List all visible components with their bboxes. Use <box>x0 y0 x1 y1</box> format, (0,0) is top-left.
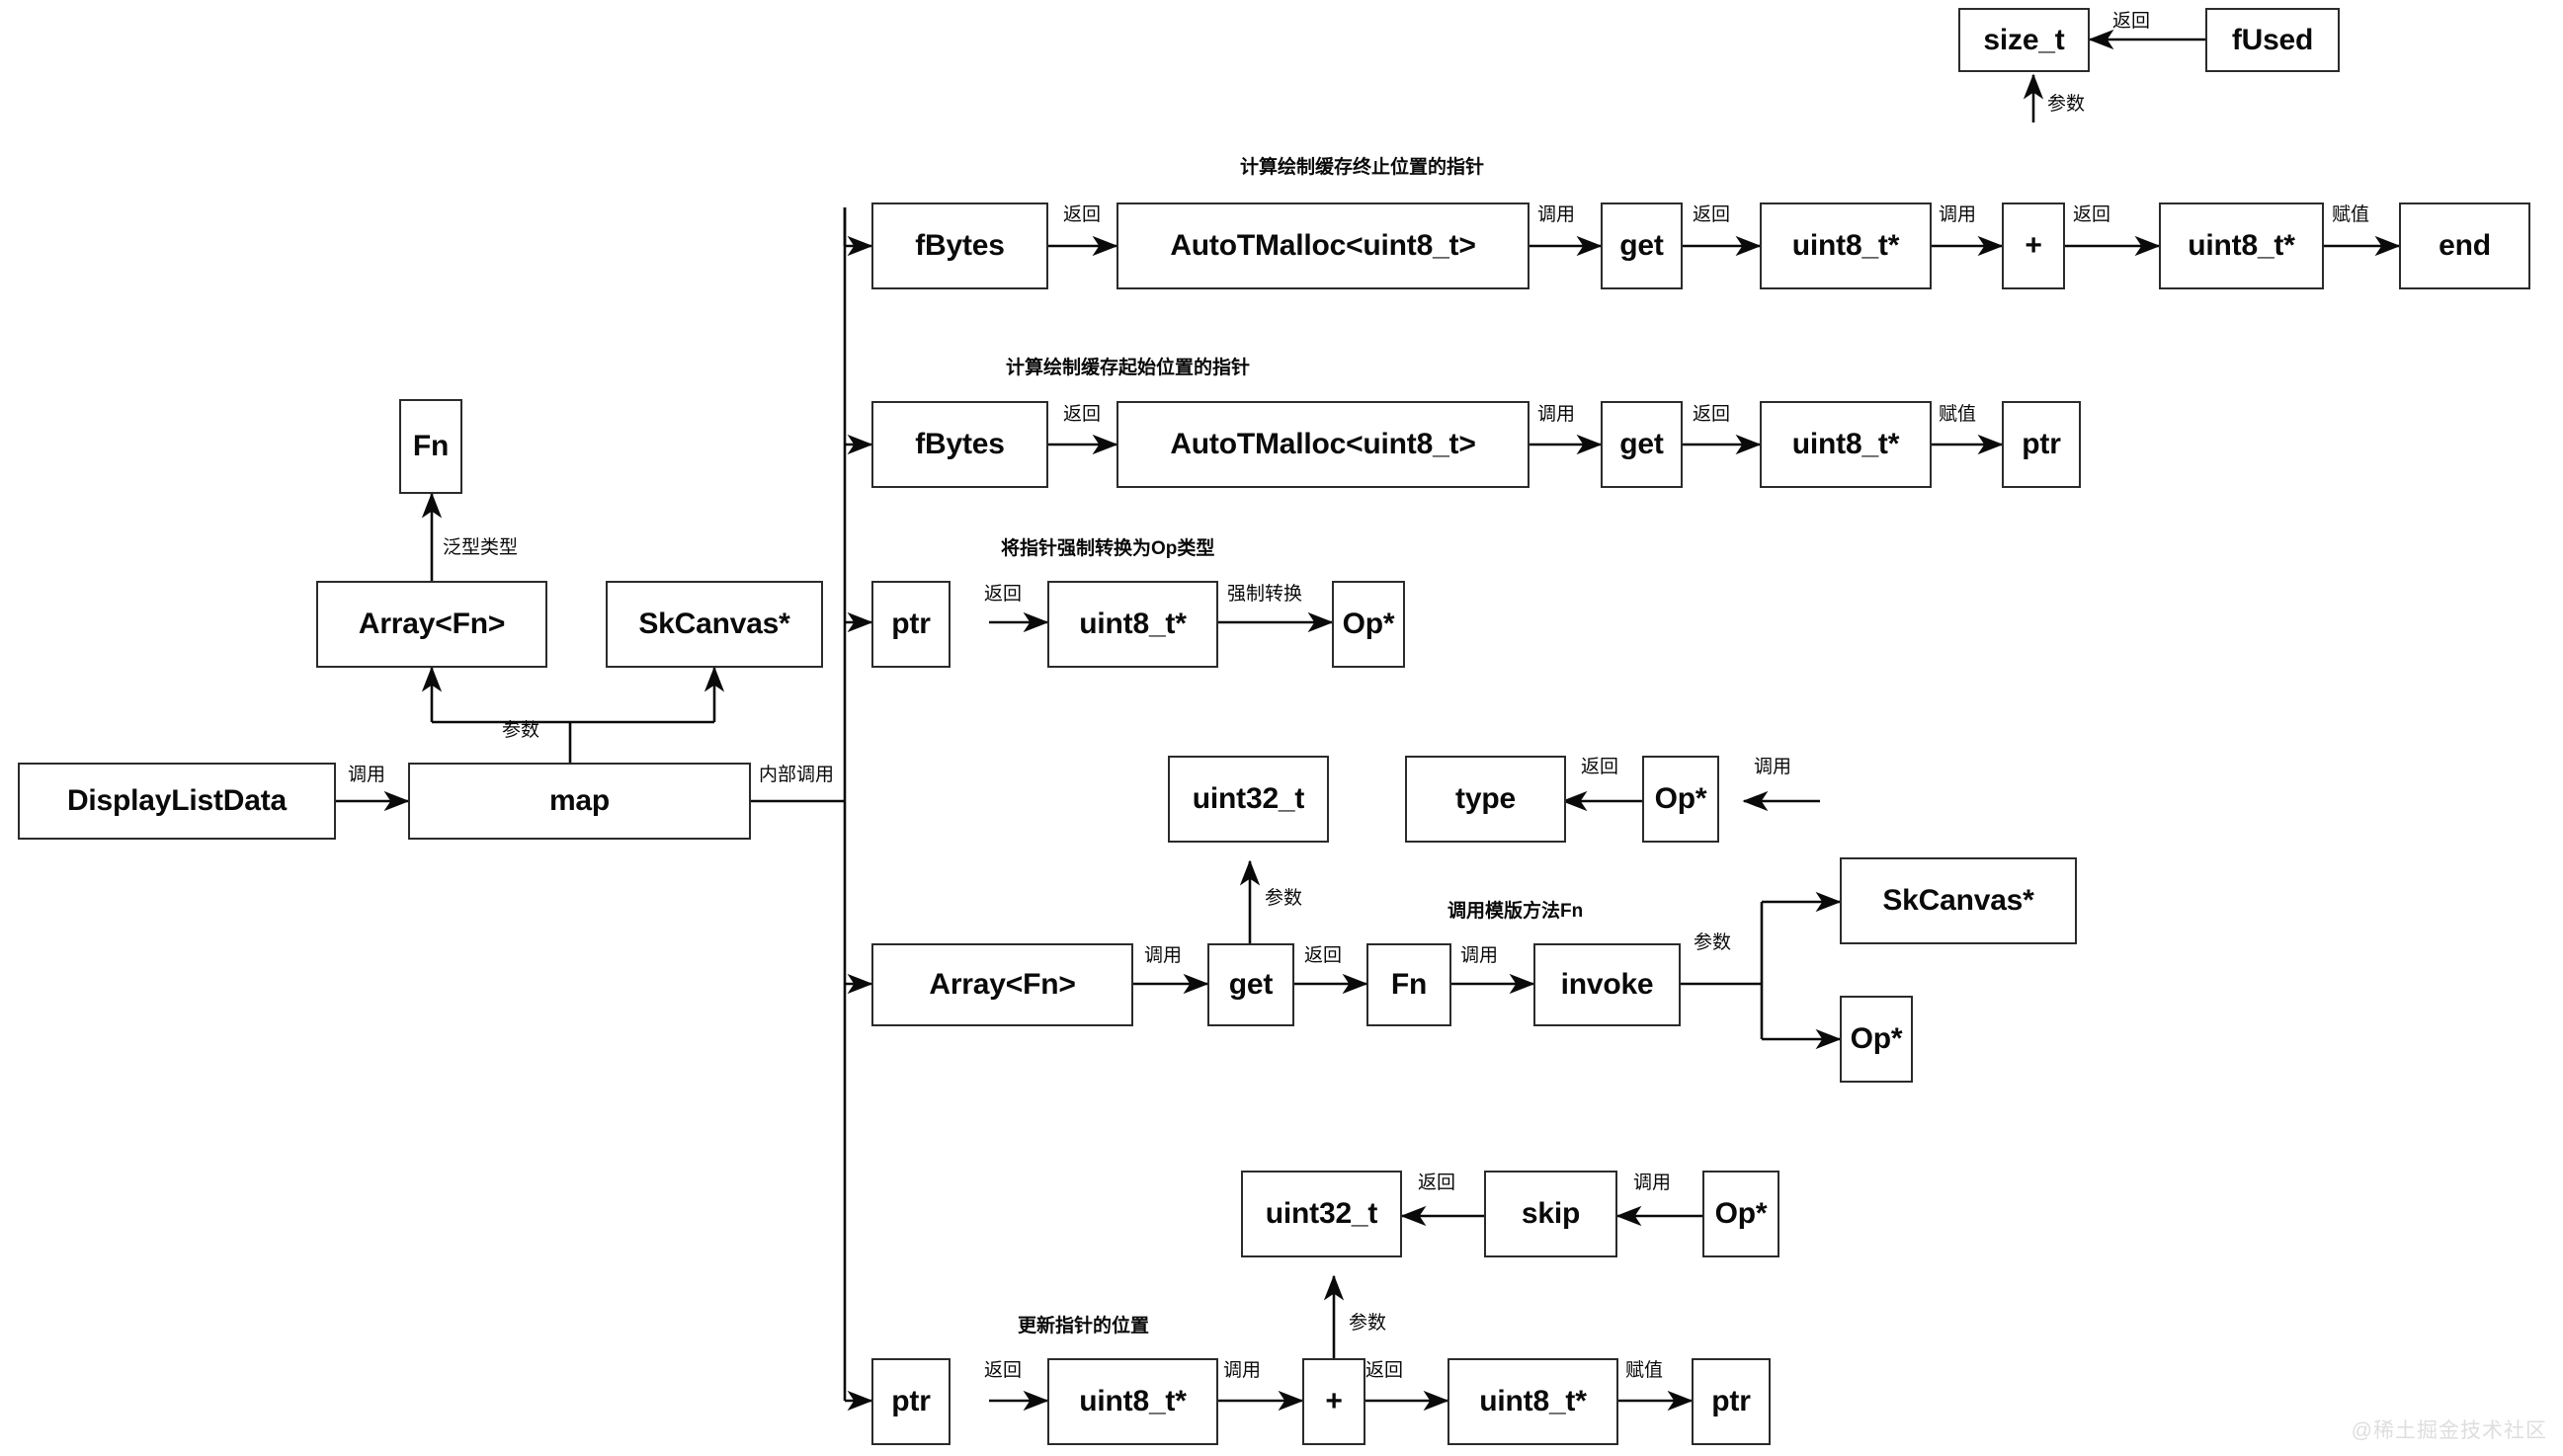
annotation-update-pointer-position: 更新指针的位置 <box>1018 1316 1150 1336</box>
node-skcanvas-arg[interactable]: SkCanvas* <box>1840 857 2077 944</box>
edge-label-u8p2-end: 赋值 <box>2332 204 2370 225</box>
edge-label-op-type-call: 调用 <box>1754 757 1792 777</box>
node-uint8-ptr-3[interactable]: uint8_t* <box>1760 401 1932 488</box>
edge-label-u8p5-plus2: 调用 <box>1223 1360 1262 1381</box>
edge-label-skip-u32: 返回 <box>1418 1173 1456 1193</box>
node-uint32-t-type[interactable]: uint32_t <box>1168 756 1329 843</box>
node-get-1[interactable]: get <box>1601 202 1683 289</box>
edge-label-fn-invoke: 调用 <box>1460 945 1499 966</box>
edge-label-malloc1-get: 调用 <box>1537 204 1576 225</box>
edge-label-plus1-u8p2: 返回 <box>2073 204 2111 225</box>
node-op-skip[interactable]: Op* <box>1702 1171 1779 1257</box>
edge-label-ptr3-u8p5: 返回 <box>984 1360 1023 1381</box>
node-get-2[interactable]: get <box>1601 401 1683 488</box>
node-autotmalloc-1[interactable]: AutoTMalloc<uint8_t> <box>1116 202 1530 289</box>
node-type[interactable]: type <box>1405 756 1566 843</box>
node-plus-2[interactable]: + <box>1302 1358 1365 1445</box>
edge-label-get1-u8p: 返回 <box>1693 204 1731 225</box>
node-autotmalloc-2[interactable]: AutoTMalloc<uint8_t> <box>1116 401 1530 488</box>
node-uint8-ptr-2[interactable]: uint8_t* <box>2159 202 2324 289</box>
node-op-type[interactable]: Op* <box>1642 756 1719 843</box>
node-fbytes-1[interactable]: fBytes <box>871 202 1048 289</box>
node-skip[interactable]: skip <box>1484 1171 1617 1257</box>
edge-label-u8p4-op-cast: 强制转换 <box>1227 584 1303 605</box>
node-skcanvas-top[interactable]: SkCanvas* <box>606 581 823 668</box>
node-uint8-ptr-6[interactable]: uint8_t* <box>1447 1358 1618 1445</box>
annotation-invoke-template-fn: 调用模版方法Fn <box>1447 901 1584 922</box>
edge-label-displaylistdata-map: 调用 <box>348 765 386 785</box>
node-displaylistdata[interactable]: DisplayListData <box>18 763 336 840</box>
node-op-cast[interactable]: Op* <box>1332 581 1405 668</box>
edge-label-map-params: 参数 <box>502 720 540 741</box>
edge-label-op-skip-call: 调用 <box>1633 1173 1672 1193</box>
node-ptr-1[interactable]: ptr <box>2002 401 2081 488</box>
node-get-3[interactable]: get <box>1207 943 1294 1026</box>
node-fn-top[interactable]: Fn <box>399 399 462 494</box>
edge-label-arrayfn-get: 调用 <box>1144 945 1183 966</box>
edge-label-plus2-u8p6: 返回 <box>1365 1360 1404 1381</box>
annotation-compute-start-pointer: 计算绘制缓存起始位置的指针 <box>1006 358 1251 378</box>
node-uint8-ptr-1[interactable]: uint8_t* <box>1760 202 1932 289</box>
edge-label-fused-size-t: 返回 <box>2112 11 2151 32</box>
node-end[interactable]: end <box>2399 202 2530 289</box>
node-uint32-t-skip[interactable]: uint32_t <box>1241 1171 1402 1257</box>
edge-label-plus1-size-t: 参数 <box>2047 94 2086 115</box>
node-fbytes-2[interactable]: fBytes <box>871 401 1048 488</box>
watermark: @稀土掘金技术社区 <box>2351 1419 2547 1442</box>
edge-label-get3-u32-param: 参数 <box>1265 888 1303 909</box>
edge-label-get3-fn: 返回 <box>1304 945 1343 966</box>
edge-label-invoke-params: 参数 <box>1694 932 1732 953</box>
edge-label-fbytes1-malloc: 返回 <box>1063 204 1102 225</box>
edge-label-type-u32: 返回 <box>1581 757 1619 777</box>
node-fused[interactable]: fUsed <box>2205 8 2340 72</box>
node-array-fn-mid[interactable]: Array<Fn> <box>871 943 1133 1026</box>
edge-label-malloc2-get: 调用 <box>1537 404 1576 425</box>
edge-label-array-fn-generic: 泛型类型 <box>443 537 519 558</box>
node-invoke[interactable]: invoke <box>1533 943 1681 1026</box>
edge-label-u8p6-ptr4: 赋值 <box>1625 1360 1664 1381</box>
node-map[interactable]: map <box>408 763 751 840</box>
node-size-t-top[interactable]: size_t <box>1958 8 2090 72</box>
edge-label-u8p1-plus: 调用 <box>1939 204 1977 225</box>
node-uint8-ptr-4[interactable]: uint8_t* <box>1047 581 1218 668</box>
edge-label-plus2-u32-param: 参数 <box>1349 1313 1387 1334</box>
node-uint8-ptr-5[interactable]: uint8_t* <box>1047 1358 1218 1445</box>
node-fn-mid[interactable]: Fn <box>1366 943 1451 1026</box>
edge-label-fbytes2-malloc: 返回 <box>1063 404 1102 425</box>
edge-label-u8p3-ptr: 赋值 <box>1939 404 1977 425</box>
node-op-arg[interactable]: Op* <box>1840 996 1913 1083</box>
node-array-fn-top[interactable]: Array<Fn> <box>316 581 547 668</box>
node-ptr-2[interactable]: ptr <box>871 581 951 668</box>
node-plus-1[interactable]: + <box>2002 202 2065 289</box>
edge-label-ptr2-u8p4: 返回 <box>984 584 1023 605</box>
edge-label-map-internal-call: 内部调用 <box>759 765 835 785</box>
node-ptr-3[interactable]: ptr <box>871 1358 951 1445</box>
annotation-cast-to-op: 将指针强制转换为Op类型 <box>1001 538 1215 559</box>
annotation-compute-end-pointer: 计算绘制缓存终止位置的指针 <box>1240 157 1485 178</box>
edge-label-get2-u8p: 返回 <box>1693 404 1731 425</box>
node-ptr-4[interactable]: ptr <box>1692 1358 1771 1445</box>
